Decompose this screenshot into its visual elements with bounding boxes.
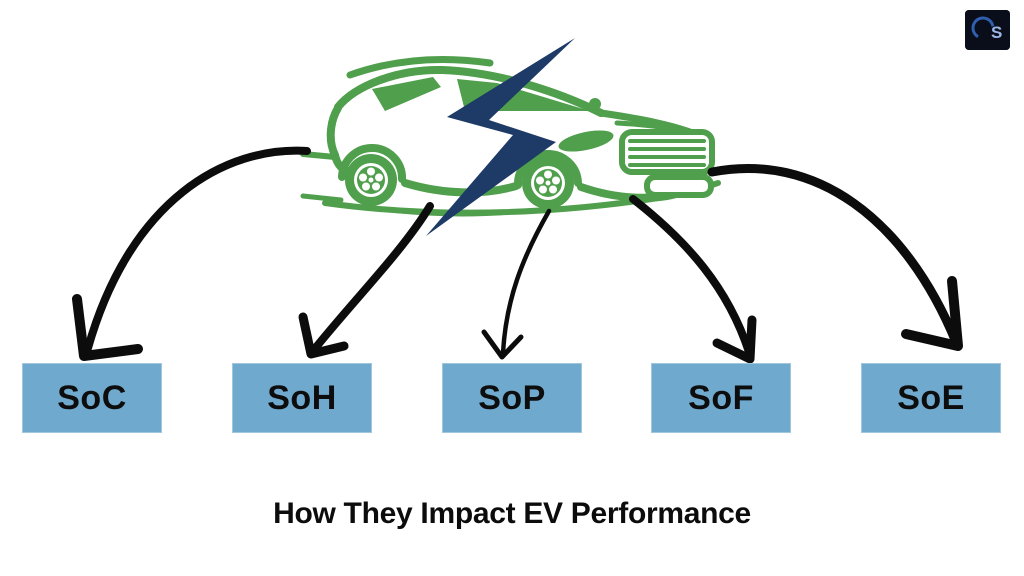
arrow-to-soe [707,164,963,351]
node-sop: SoP [442,363,582,433]
node-soh: SoH [232,363,372,433]
car-grille [619,129,715,198]
node-sof-label: SoF [688,378,754,417]
arrow-to-soh [298,202,434,359]
node-sop-label: SoP [478,378,546,417]
diagram-title: How They Impact EV Performance [273,497,751,530]
node-sof: SoF [651,363,791,433]
node-soc-label: SoC [57,378,127,417]
node-soh-label: SoH [267,378,337,417]
arrow-to-soc [72,146,311,361]
lightning-bolt-icon [426,38,575,236]
node-soc: SoC [22,363,162,433]
electric-car-icon [300,55,721,217]
arrow-to-sof [629,195,757,364]
arrow-to-sop [481,208,552,360]
brand-logo-icon: S [965,10,1010,50]
node-soe-label: SoE [897,378,965,417]
brand-logo: S [965,10,1010,50]
brand-logo-letter: S [991,23,1002,42]
node-soe: SoE [861,363,1001,433]
